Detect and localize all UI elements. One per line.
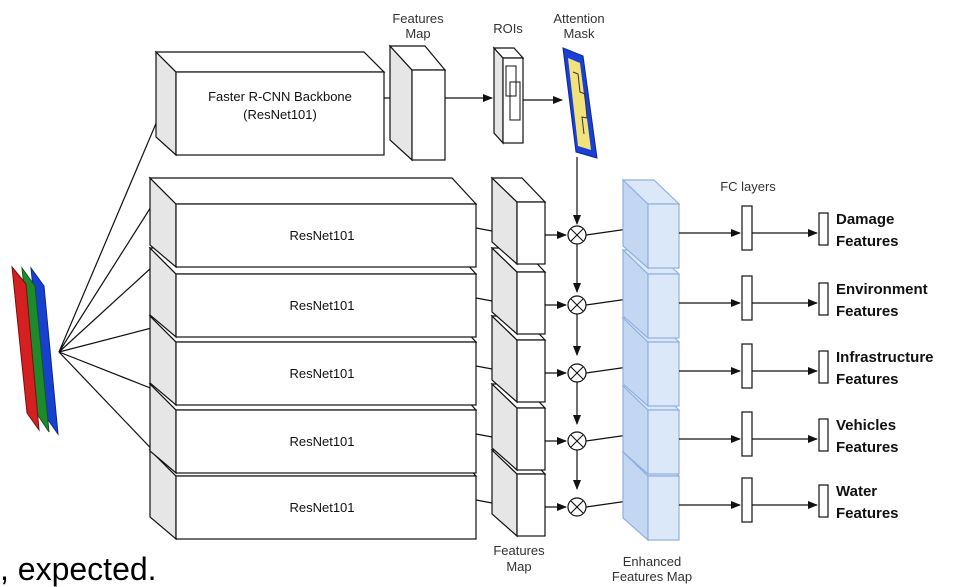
- backbone-block: Faster R-CNN Backbone (ResNet101): [154, 50, 386, 157]
- output-label-line1: Vehicles: [836, 417, 896, 434]
- enhanced-map-front: [647, 475, 680, 541]
- output-node: [818, 418, 829, 452]
- featmap-front: [516, 339, 546, 403]
- featmap-front: [516, 271, 546, 335]
- rois-block: [492, 46, 525, 145]
- multiply-icon: [567, 225, 587, 245]
- output-node: [818, 484, 829, 518]
- resnet-block-front: [175, 409, 477, 474]
- resnet-block-front: [175, 203, 477, 268]
- resnet-label: ResNet101: [289, 366, 354, 381]
- featmap-front: [516, 473, 546, 537]
- resnet-block-front: [175, 341, 477, 406]
- output-label-line1: Infrastructure: [836, 349, 934, 366]
- top-features-map-label-line1: Features: [392, 11, 444, 26]
- output-label-line2: Features: [836, 233, 899, 250]
- fc-layer: [741, 343, 753, 389]
- top-features-map-label-line2: Map: [405, 26, 430, 41]
- resnet-label: ResNet101: [289, 228, 354, 243]
- fc-layer: [741, 275, 753, 321]
- enhanced-map-front: [647, 203, 680, 269]
- backbone-label-line1: Faster R-CNN Backbone: [208, 89, 352, 104]
- featmap-front: [516, 407, 546, 471]
- enhanced-map-front: [647, 341, 680, 407]
- bottom-features-map-label-line2: Map: [506, 559, 531, 574]
- output-node: [818, 350, 829, 384]
- output-label-line2: Features: [836, 505, 899, 522]
- fc-layer: [741, 205, 753, 251]
- backbone-label-line2: (ResNet101): [243, 107, 317, 122]
- resnet-label: ResNet101: [289, 434, 354, 449]
- attention-mask-block: [562, 47, 598, 159]
- resnet-rows: ResNet101WaterFeaturesResNet101VehiclesF…: [148, 176, 934, 542]
- input-red-channel: [11, 265, 40, 432]
- bottom-features-map-label-line1: Features: [493, 543, 545, 558]
- resnet-block-front: [175, 475, 477, 540]
- resnet-label: ResNet101: [289, 500, 354, 515]
- bottom-caption-fragment: , expected.: [0, 551, 157, 587]
- multiply-icon: [567, 497, 587, 517]
- resnet-block-front: [175, 273, 477, 338]
- input-image-stack: [11, 265, 59, 436]
- attention-mask-label-line2: Mask: [563, 26, 595, 41]
- fc-layer: [741, 477, 753, 523]
- attention-mask-label-line1: Attention: [553, 11, 604, 26]
- enhanced-map-front: [647, 409, 680, 475]
- enhanced-features-map-label-line1: Enhanced: [623, 554, 682, 569]
- output-node: [818, 212, 829, 246]
- output-label-line1: Environment: [836, 281, 928, 298]
- top-features-map-block: [388, 44, 447, 162]
- output-label-line2: Features: [836, 439, 899, 456]
- output-label-line1: Water: [836, 483, 877, 500]
- output-node: [818, 282, 829, 316]
- resnet-block-top: [148, 177, 478, 205]
- fc-layers-label: FC layers: [720, 179, 776, 194]
- fc-layer: [741, 411, 753, 457]
- rois-label: ROIs: [493, 21, 523, 36]
- featmap-front: [516, 201, 546, 265]
- multiply-icon: [567, 295, 587, 315]
- output-label-line1: Damage: [836, 211, 894, 228]
- multiply-icon: [567, 363, 587, 383]
- resnet-label: ResNet101: [289, 298, 354, 313]
- output-label-line2: Features: [836, 303, 899, 320]
- enhanced-features-map-label-line2: Features Map: [612, 569, 692, 584]
- output-label-line2: Features: [836, 371, 899, 388]
- input-fanout-arrows: [58, 106, 164, 462]
- multiply-icon: [567, 431, 587, 451]
- enhanced-map-front: [647, 273, 680, 339]
